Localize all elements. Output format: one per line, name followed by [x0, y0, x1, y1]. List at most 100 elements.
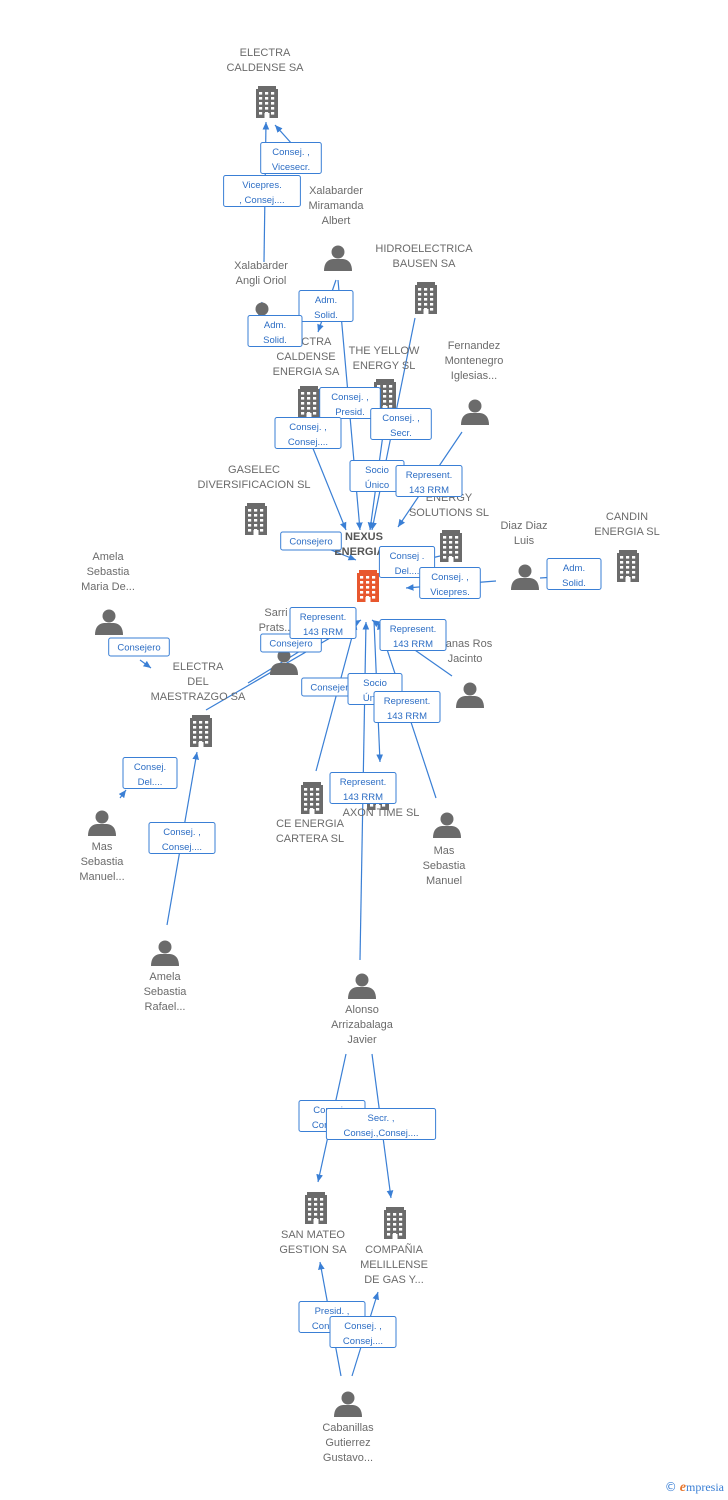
edge-badge-xalabarder_oriol-to-nexus[interactable]: Consej. ,Consej.... — [274, 417, 342, 449]
node-label-line: Cabanillas — [322, 1422, 374, 1434]
node-label-line: GASELEC — [228, 464, 280, 476]
building-icon — [190, 715, 212, 747]
person-icon — [88, 810, 116, 836]
node-label-line: Alonso — [345, 1004, 379, 1016]
node-label-line: Luis — [514, 535, 535, 547]
node-label-line: Sebastia — [423, 860, 467, 872]
node-label: THE YELLOW ENERGY SL — [349, 345, 420, 372]
badge-label: 143 RRM — [409, 485, 449, 496]
node-label-line: Sebastia — [81, 856, 125, 868]
node-label-line: Diaz Diaz — [500, 520, 547, 532]
badge-box — [289, 607, 357, 639]
node-label-line: ENERGIA SA — [273, 366, 340, 378]
node-label-line: CE ENERGIA — [276, 818, 345, 830]
edge-badge-amela_maria-to-electra_maestrazgo[interactable]: Consejero — [108, 637, 170, 657]
edge-badge-xalabarder_albert-to-electra_caldense_energia[interactable]: Adm.Solid. — [298, 290, 354, 322]
edge-badge-diaz_diaz-to-candin[interactable]: Adm.Solid. — [546, 558, 602, 590]
edge-badge-cabanillas-to-melillense[interactable]: Consej. ,Consej.... — [329, 1316, 397, 1348]
edge-badge-xalabarder_oriol-to-electra_caldense[interactable]: Vicepres., Consej.... — [223, 175, 301, 207]
node-label-line: CALDENSE — [276, 351, 335, 363]
badge-label: 143 RRM — [343, 792, 383, 803]
node-label-line: ENERGIA SL — [594, 526, 659, 538]
edge-badge-canas_ros-to-nexus[interactable]: Represent.143 RRM — [379, 619, 447, 651]
badge-box — [108, 637, 170, 657]
node-label-line: MELILLENSE — [360, 1259, 428, 1271]
edge-badge-alonso-to-nexus[interactable]: Represent.143 RRM — [329, 772, 397, 804]
edge-badge-gaselec-to-nexus[interactable]: Consejero — [280, 531, 342, 551]
person-icon — [334, 1391, 362, 1417]
person-icon — [461, 399, 489, 425]
badge-label: Represent. — [390, 624, 436, 635]
node-label-line: Amela — [149, 971, 181, 983]
edge-badge-mas_manuel_left-to-electra_maestrazgo[interactable]: Consej.Del.... — [122, 757, 178, 789]
node-label-line: DEL — [187, 676, 208, 688]
node-label-line: Gutierrez — [325, 1437, 370, 1449]
badge-label: Socio — [363, 678, 387, 689]
node-label-line: BAUSEN SA — [393, 258, 457, 270]
node-label-line: CARTERA SL — [276, 833, 344, 845]
node-label-line: Xalabarder — [234, 260, 288, 272]
node-label-line: Mas — [92, 841, 113, 853]
edge-badge-mas_manuel_right-to-nexus[interactable]: Represent.143 RRM — [373, 691, 441, 723]
badges-layer: Consej. ,Vicesecr.Vicepres., Consej.... A… — [108, 142, 602, 1348]
node-label-line: ELECTRA — [173, 661, 224, 673]
badge-label: Consej. , — [331, 392, 369, 403]
edge-badge-xalabarder_oriol-to-electra_caldense_energia[interactable]: Adm.Solid. — [247, 315, 303, 347]
node-label-line: Angli Oriol — [236, 275, 287, 287]
node-label-line: ENERGY SL — [353, 360, 416, 372]
badge-box — [329, 1316, 397, 1348]
node-label-line: SOLUTIONS SL — [409, 507, 489, 519]
edge-badge-amela_rafael-to-electra_maestrazgo[interactable]: Consej. ,Consej.... — [148, 822, 216, 854]
edge-badge-hidroelectrica-to-nexus[interactable]: Consej. ,Secr. — [370, 408, 432, 440]
edge-badge-diaz_diaz-to-nexus[interactable]: Consej. ,Vicepres. — [419, 567, 481, 599]
node-label-line: Javier — [347, 1034, 377, 1046]
node-label-line: Gustavo... — [323, 1452, 373, 1464]
edge-badge-xalabarder_albert-to-electra_caldense[interactable]: Consej. ,Vicesecr. — [260, 142, 322, 174]
badge-label: , Consej.... — [239, 195, 284, 206]
edge-badge-electra_maestrazgo-to-nexus[interactable]: Represent.143 RRM — [289, 607, 357, 639]
badge-label: Único — [365, 480, 389, 491]
badge-label: Solid. — [263, 335, 287, 346]
node-label-line: COMPAÑIA — [365, 1243, 424, 1256]
edge-badge-fernandez-to-nexus[interactable]: Represent.143 RRM — [395, 465, 463, 497]
badge-box — [319, 387, 381, 419]
brand-watermark[interactable]: ©empresia — [665, 1480, 724, 1496]
badge-box — [373, 691, 441, 723]
node-label-line: Rafael... — [145, 1001, 186, 1013]
edge-badge-alonso-to-melillense[interactable]: Secr. ,Consej.,Consej.... — [325, 1108, 437, 1140]
badge-box — [247, 315, 303, 347]
node-ce_energia[interactable]: CE ENERGIA CARTERA SL — [276, 782, 345, 845]
node-label-line: THE YELLOW — [349, 345, 420, 357]
edge-badge-xalabarder_albert-to-nexus[interactable]: Consej. ,Presid. — [319, 387, 381, 419]
